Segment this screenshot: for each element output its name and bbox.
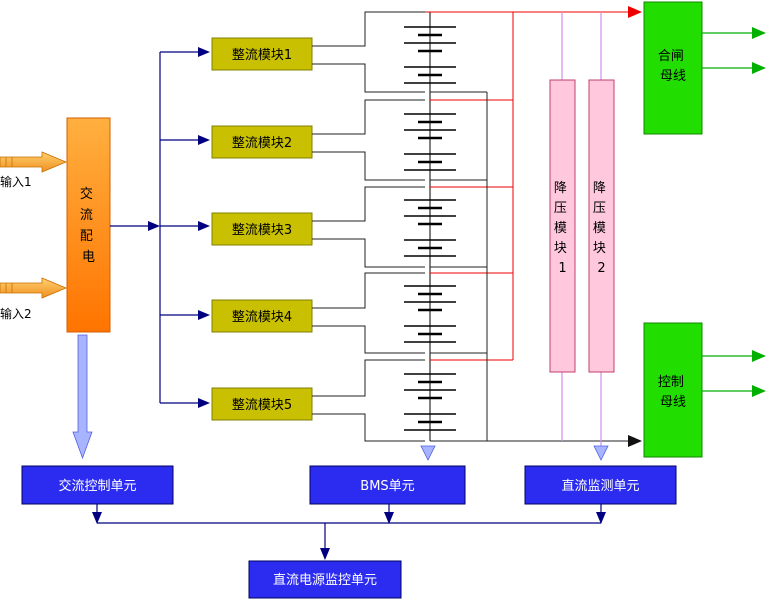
bms-unit-label: BMS单元	[360, 479, 414, 494]
battery-cell	[404, 199, 456, 226]
ac-feed-lines	[110, 51, 200, 404]
rectifier-label-4: 整流模块4	[232, 310, 292, 325]
battery-cell	[404, 373, 456, 400]
step-down-module-1: 降 压 模 块 1	[549, 79, 576, 373]
battery-bank	[404, 12, 456, 441]
step-down-feed-lines	[561, 12, 602, 446]
bus-output-arrows	[702, 32, 754, 392]
battery-cell	[404, 325, 456, 343]
rectifier-label-3: 整流模块3	[232, 223, 292, 238]
return-bus-lines	[430, 91, 630, 442]
step-down-1-char: 压	[554, 201, 567, 216]
control-bus-line-1: 控制	[658, 375, 684, 390]
ac-distribution-label: 交 流 配 电	[80, 186, 97, 265]
dc-power-monitor-unit-label: 直流电源监控单元	[273, 573, 377, 588]
bus-output-arrowheads	[752, 27, 766, 397]
step-down-label-1: 降 压 模 块 1	[554, 181, 571, 276]
battery-cell	[404, 113, 456, 140]
rectifier-module-4: 整流模块4	[211, 299, 313, 333]
bms-arrowhead	[420, 445, 436, 461]
ac-distribution-box	[66, 117, 111, 333]
ac-char-4: 电	[82, 250, 95, 265]
step-down-2-char: 压	[593, 201, 606, 216]
step-down-module-2: 降 压 模 块 2	[588, 79, 615, 373]
input-arrow-1	[0, 151, 68, 173]
closing-bus-label: 合闸 母线	[658, 49, 688, 84]
step-down-1-char: 1	[558, 261, 566, 276]
step-down-1-char: 降	[554, 181, 567, 196]
ac-feed-arrowheads	[148, 47, 210, 408]
monitoring-lines	[96, 504, 602, 550]
step-down-2-char: 降	[593, 181, 606, 196]
monitoring-arrowheads	[92, 512, 606, 560]
dc-monitor-unit: 直流监测单元	[524, 465, 677, 505]
input-label-1: 市输入1	[0, 174, 32, 189]
step-down-1-char: 块	[554, 241, 567, 256]
control-bus-arrowhead	[628, 435, 642, 447]
closing-bus-line-1: 合闸	[658, 49, 684, 64]
control-bus-label: 控制 母线	[658, 375, 688, 410]
step-down-label-2: 降 压 模 块 2	[593, 181, 610, 276]
dc-monitor-unit-label: 直流监测单元	[561, 479, 639, 494]
dc-monitor-arrowhead	[593, 445, 609, 461]
bms-unit: BMS单元	[309, 465, 466, 505]
rectifier-output-lines	[312, 11, 425, 442]
battery-cell	[404, 66, 456, 84]
rectifier-module-2: 整流模块2	[211, 125, 313, 159]
step-down-2-char: 模	[593, 221, 606, 236]
rectifier-module-3: 整流模块3	[211, 212, 313, 246]
battery-cell	[404, 26, 456, 53]
battery-cell	[404, 239, 456, 257]
battery-cell	[404, 285, 456, 312]
battery-cell	[404, 153, 456, 171]
ac-char-3: 配	[80, 229, 93, 244]
ac-char-1: 交	[80, 186, 93, 202]
closing-bus-box: 合闸 母线	[643, 1, 703, 135]
ac-control-unit-label: 交流控制单元	[58, 478, 136, 494]
rectifier-label-2: 整流模块2	[232, 136, 292, 151]
rectifier-module-1: 整流模块1	[211, 37, 313, 71]
dc-power-monitor-unit: 直流电源监控单元	[248, 560, 402, 599]
rectifier-module-5: 整流模块5	[211, 387, 313, 421]
ac-control-arrow	[72, 334, 93, 460]
closing-bus-line-2: 母线	[660, 69, 686, 84]
positive-bus-lines	[425, 11, 632, 361]
control-bus-box: 控制 母线	[643, 322, 703, 458]
input-arrow-2	[0, 277, 68, 299]
input-label-2: 市输入2	[0, 306, 32, 321]
step-down-2-char: 块	[593, 241, 606, 256]
closing-bus-arrowhead	[628, 6, 642, 18]
battery-cell	[404, 413, 456, 431]
rectifier-label-1: 整流模块1	[232, 48, 292, 63]
ac-char-2: 流	[80, 208, 93, 223]
step-down-2-char: 2	[597, 261, 605, 276]
step-down-1-char: 模	[554, 221, 567, 236]
control-bus-line-2: 母线	[660, 395, 686, 410]
rectifier-label-5: 整流模块5	[232, 398, 292, 413]
ac-control-unit: 交流控制单元	[21, 465, 174, 505]
